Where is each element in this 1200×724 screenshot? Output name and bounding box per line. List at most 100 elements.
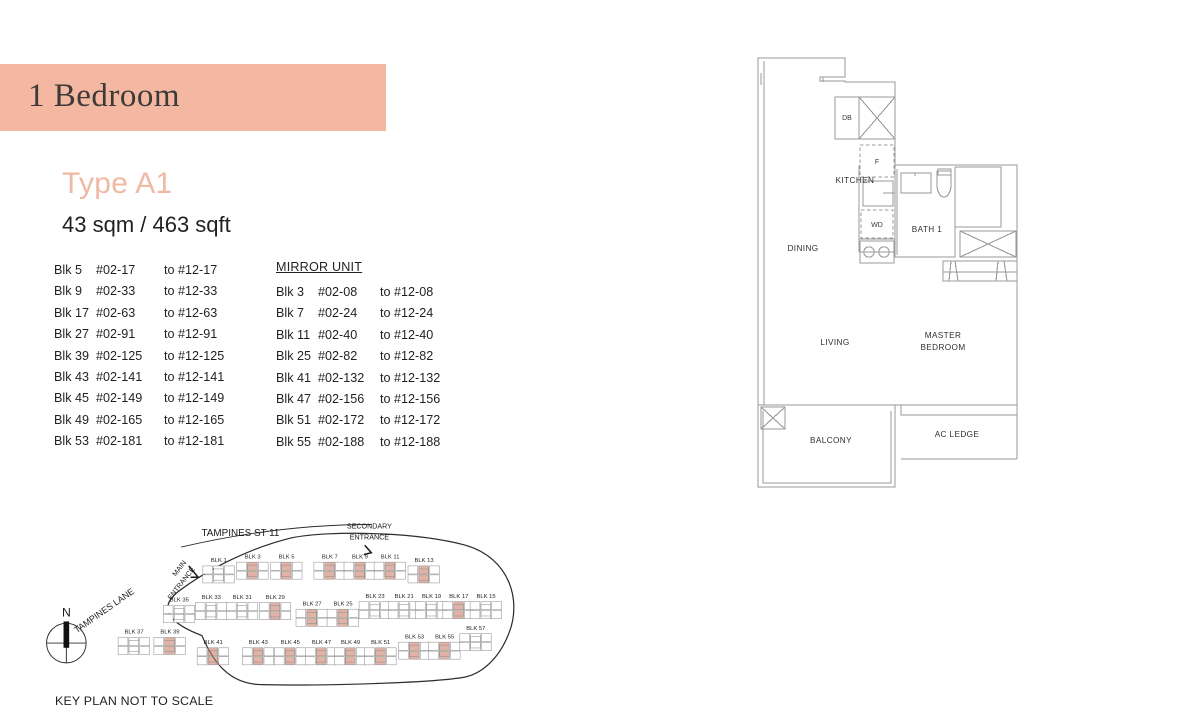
street-line-top xyxy=(181,524,372,548)
key-plan-unit-highlighted xyxy=(252,647,264,657)
key-plan-unit xyxy=(348,617,359,627)
key-plan-unit xyxy=(259,602,270,611)
floor-plan-drawing: DB F WD DINING KITCHEN LIVING MASTER BED… xyxy=(755,55,1025,495)
schedule-block-label: Blk 39 xyxy=(54,348,90,363)
key-plan-unit xyxy=(295,617,307,627)
unit-area-label: 43 sqm / 463 sqft xyxy=(62,212,231,237)
schedule-unit-to: to #12-172 xyxy=(380,413,441,428)
key-plan-block-label: BLK 3 xyxy=(245,554,261,560)
key-plan-unit xyxy=(128,646,139,655)
schedule-unit-to: to #12-156 xyxy=(380,392,441,407)
key-plan-block-label: BLK 29 xyxy=(266,595,285,601)
key-plan-unit xyxy=(317,608,328,618)
key-plan-unit xyxy=(226,611,237,620)
bedroom-type-banner xyxy=(0,64,386,131)
room-label-bath1: BATH 1 xyxy=(912,225,943,234)
street-label: SECONDARY xyxy=(347,522,392,530)
key-plan-unit-highlighted xyxy=(418,565,429,575)
schedule-block-label: Blk 47 xyxy=(276,392,312,407)
key-plan-unit xyxy=(295,608,307,618)
key-plan-unit xyxy=(481,642,492,651)
schedule-unit-from: #02-63 xyxy=(96,305,136,320)
key-plan-unit xyxy=(280,611,291,620)
key-plan-block-cluster xyxy=(305,647,338,666)
key-plan-block-cluster xyxy=(373,561,406,580)
schedule-unit-to: to #12-40 xyxy=(380,327,434,342)
schedule-unit-to: to #12-33 xyxy=(164,284,218,299)
key-plan-block-cluster xyxy=(196,647,229,666)
key-plan-block-cluster xyxy=(442,601,475,619)
key-plan-unit xyxy=(450,641,461,651)
key-plan-block-label: BLK 37 xyxy=(125,630,144,636)
schedule-block-label: Blk 53 xyxy=(54,434,90,449)
key-plan-block-label: BLK 23 xyxy=(365,594,384,600)
key-plan-block-core xyxy=(453,604,464,617)
key-plan-unit xyxy=(428,650,439,660)
key-plan-block-cluster xyxy=(274,647,307,666)
key-plan-block-label: BLK 43 xyxy=(249,640,268,646)
schedule-block-label: Blk 49 xyxy=(54,412,90,427)
key-plan-unit xyxy=(274,647,285,657)
key-plan-block-cluster xyxy=(195,602,227,620)
street-label: ENTRANCE xyxy=(350,534,390,542)
key-plan-unit xyxy=(469,601,481,611)
key-plan-unit-highlighted xyxy=(345,656,356,666)
key-plan-block-core xyxy=(252,650,264,663)
key-plan-unit xyxy=(407,574,419,584)
key-plan-unit xyxy=(213,565,224,575)
key-plan-unit-highlighted xyxy=(337,617,348,627)
key-plan-block-core xyxy=(315,650,327,663)
schedule-block-label: Blk 43 xyxy=(54,370,90,385)
key-plan-unit xyxy=(373,570,385,580)
key-plan-block-label: BLK 45 xyxy=(281,640,300,646)
page-title: 1 Bedroom xyxy=(28,78,181,114)
key-plan-unit xyxy=(426,601,437,611)
key-plan-unit xyxy=(386,656,397,666)
key-plan-unit-highlighted xyxy=(207,656,219,666)
key-plan-unit xyxy=(202,574,213,584)
key-plan-unit xyxy=(387,610,399,619)
key-plan-unit xyxy=(429,565,440,575)
key-plan-unit xyxy=(358,601,370,611)
schedule-unit-from: #02-24 xyxy=(318,306,358,321)
schedule-block-label: Blk 27 xyxy=(54,327,90,342)
key-plan-block-label: BLK 51 xyxy=(371,640,390,646)
key-plan-block-core xyxy=(284,650,296,663)
key-plan-unit xyxy=(481,633,492,643)
key-plan-block-cluster xyxy=(469,601,502,619)
street-label: TAMPINES LANE xyxy=(72,586,136,635)
key-plan-block-core xyxy=(269,605,281,618)
schedule-unit-from: #02-17 xyxy=(96,263,136,277)
key-plan-block-label: BLK 9 xyxy=(352,554,368,560)
schedule-unit-from: #02-91 xyxy=(96,327,136,342)
key-plan-unit xyxy=(242,647,253,657)
key-plan-unit xyxy=(205,611,217,620)
key-plan-unit xyxy=(218,656,229,666)
key-plan-block-cluster xyxy=(343,561,376,580)
schedule-unit-from: #02-172 xyxy=(318,413,365,428)
key-plan-block-core xyxy=(426,604,437,617)
key-plan-unit xyxy=(398,650,409,660)
key-plan-unit-highlighted xyxy=(324,570,335,580)
room-label-kitchen: KITCHEN xyxy=(836,176,875,185)
key-plan-unit xyxy=(242,656,253,666)
key-plan-unit xyxy=(236,611,248,620)
key-plan-unit-highlighted xyxy=(439,641,450,651)
schedule-unit-from: #02-149 xyxy=(96,391,143,406)
key-plan-block-cluster xyxy=(428,641,461,660)
key-plan-block-cluster xyxy=(326,608,359,627)
key-plan-unit xyxy=(280,602,291,611)
key-plan-unit xyxy=(291,570,303,580)
key-plan-unit xyxy=(224,565,235,575)
key-plan-unit xyxy=(184,614,195,623)
schedule-unit-from: #02-33 xyxy=(96,284,136,299)
key-plan-block-label: BLK 47 xyxy=(312,640,331,646)
key-plan-unit xyxy=(196,656,208,666)
